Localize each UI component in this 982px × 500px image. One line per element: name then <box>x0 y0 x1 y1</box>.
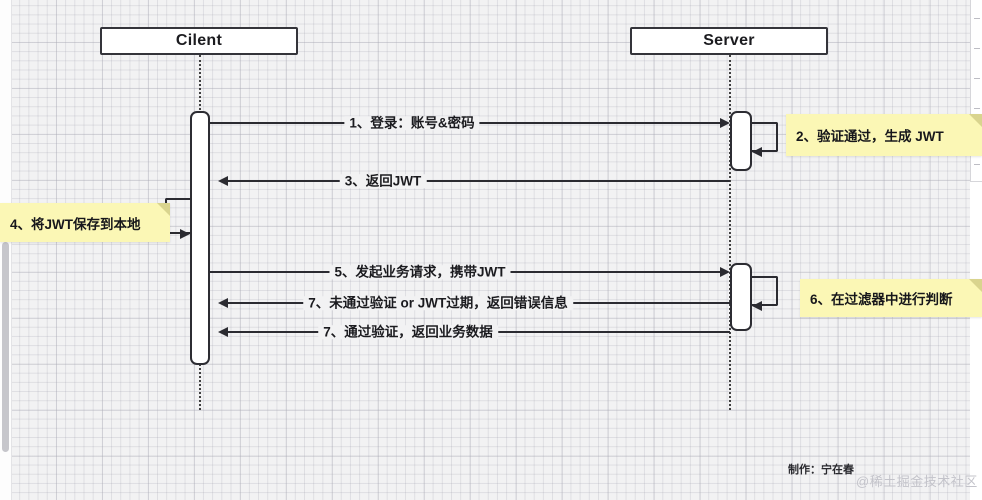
panel-row-tick <box>974 108 980 109</box>
message-3-label: 3、返回JWT <box>339 174 427 188</box>
activation-bar-server-filter[interactable] <box>730 263 752 331</box>
panel-row-tick <box>974 18 980 19</box>
selfloop-server-auth-arrowhead <box>752 147 762 157</box>
vertical-scrollbar-thumb[interactable] <box>2 242 9 452</box>
vertical-scrollbar-track[interactable] <box>0 0 12 500</box>
message-7b-arrowhead <box>218 327 228 337</box>
message-1-arrowhead <box>720 118 730 128</box>
message-5-arrowhead <box>720 267 730 277</box>
note-fold-corner-icon <box>157 203 170 216</box>
note-4-label: 4、将JWT保存到本地 <box>10 216 141 232</box>
message-1-label: 1、登录：账号&密码 <box>344 116 480 130</box>
note-2-label: 2、验证通过，生成 JWT <box>796 129 944 144</box>
message-3-arrowhead <box>218 176 228 186</box>
selfloop-server-filter-arrowhead <box>752 301 762 311</box>
actor-server[interactable]: Server <box>630 27 828 55</box>
activation-bar-server-auth[interactable] <box>730 111 752 171</box>
grid-canvas <box>12 0 970 500</box>
note-fold-corner-icon <box>969 114 982 127</box>
selfloop-client-store-arrowhead <box>180 229 190 239</box>
message-7b-label: 7、通过验证，返回业务数据 <box>318 325 498 339</box>
activation-bar-client[interactable] <box>190 111 210 365</box>
message-7a-arrowhead <box>218 298 228 308</box>
actor-client-label: Cilent <box>175 32 223 49</box>
message-5-label: 5、发起业务请求，携带JWT <box>329 265 511 279</box>
note-6-label: 6、在过滤器中进行判断 <box>810 292 953 307</box>
author-credit: 制作：宁在春 <box>788 464 854 476</box>
message-7a-label: 7、未通过验证 or JWT过期，返回错误信息 <box>303 296 573 310</box>
panel-row-tick <box>974 48 980 49</box>
note-4[interactable]: 4、将JWT保存到本地 <box>0 203 170 242</box>
lifeline-server <box>729 55 731 410</box>
community-watermark: @稀土掘金技术社区 <box>856 474 978 489</box>
note-6[interactable]: 6、在过滤器中进行判断 <box>800 279 982 317</box>
note-fold-corner-icon <box>969 279 982 292</box>
note-2[interactable]: 2、验证通过，生成 JWT <box>786 114 982 156</box>
actor-server-label: Server <box>703 32 755 49</box>
panel-row-tick <box>974 78 980 79</box>
selfloop-server-auth <box>752 122 778 152</box>
selfloop-server-filter <box>752 276 778 306</box>
message-3-line <box>228 180 730 182</box>
panel-row-tick <box>974 164 980 165</box>
actor-client[interactable]: Cilent <box>100 27 298 55</box>
